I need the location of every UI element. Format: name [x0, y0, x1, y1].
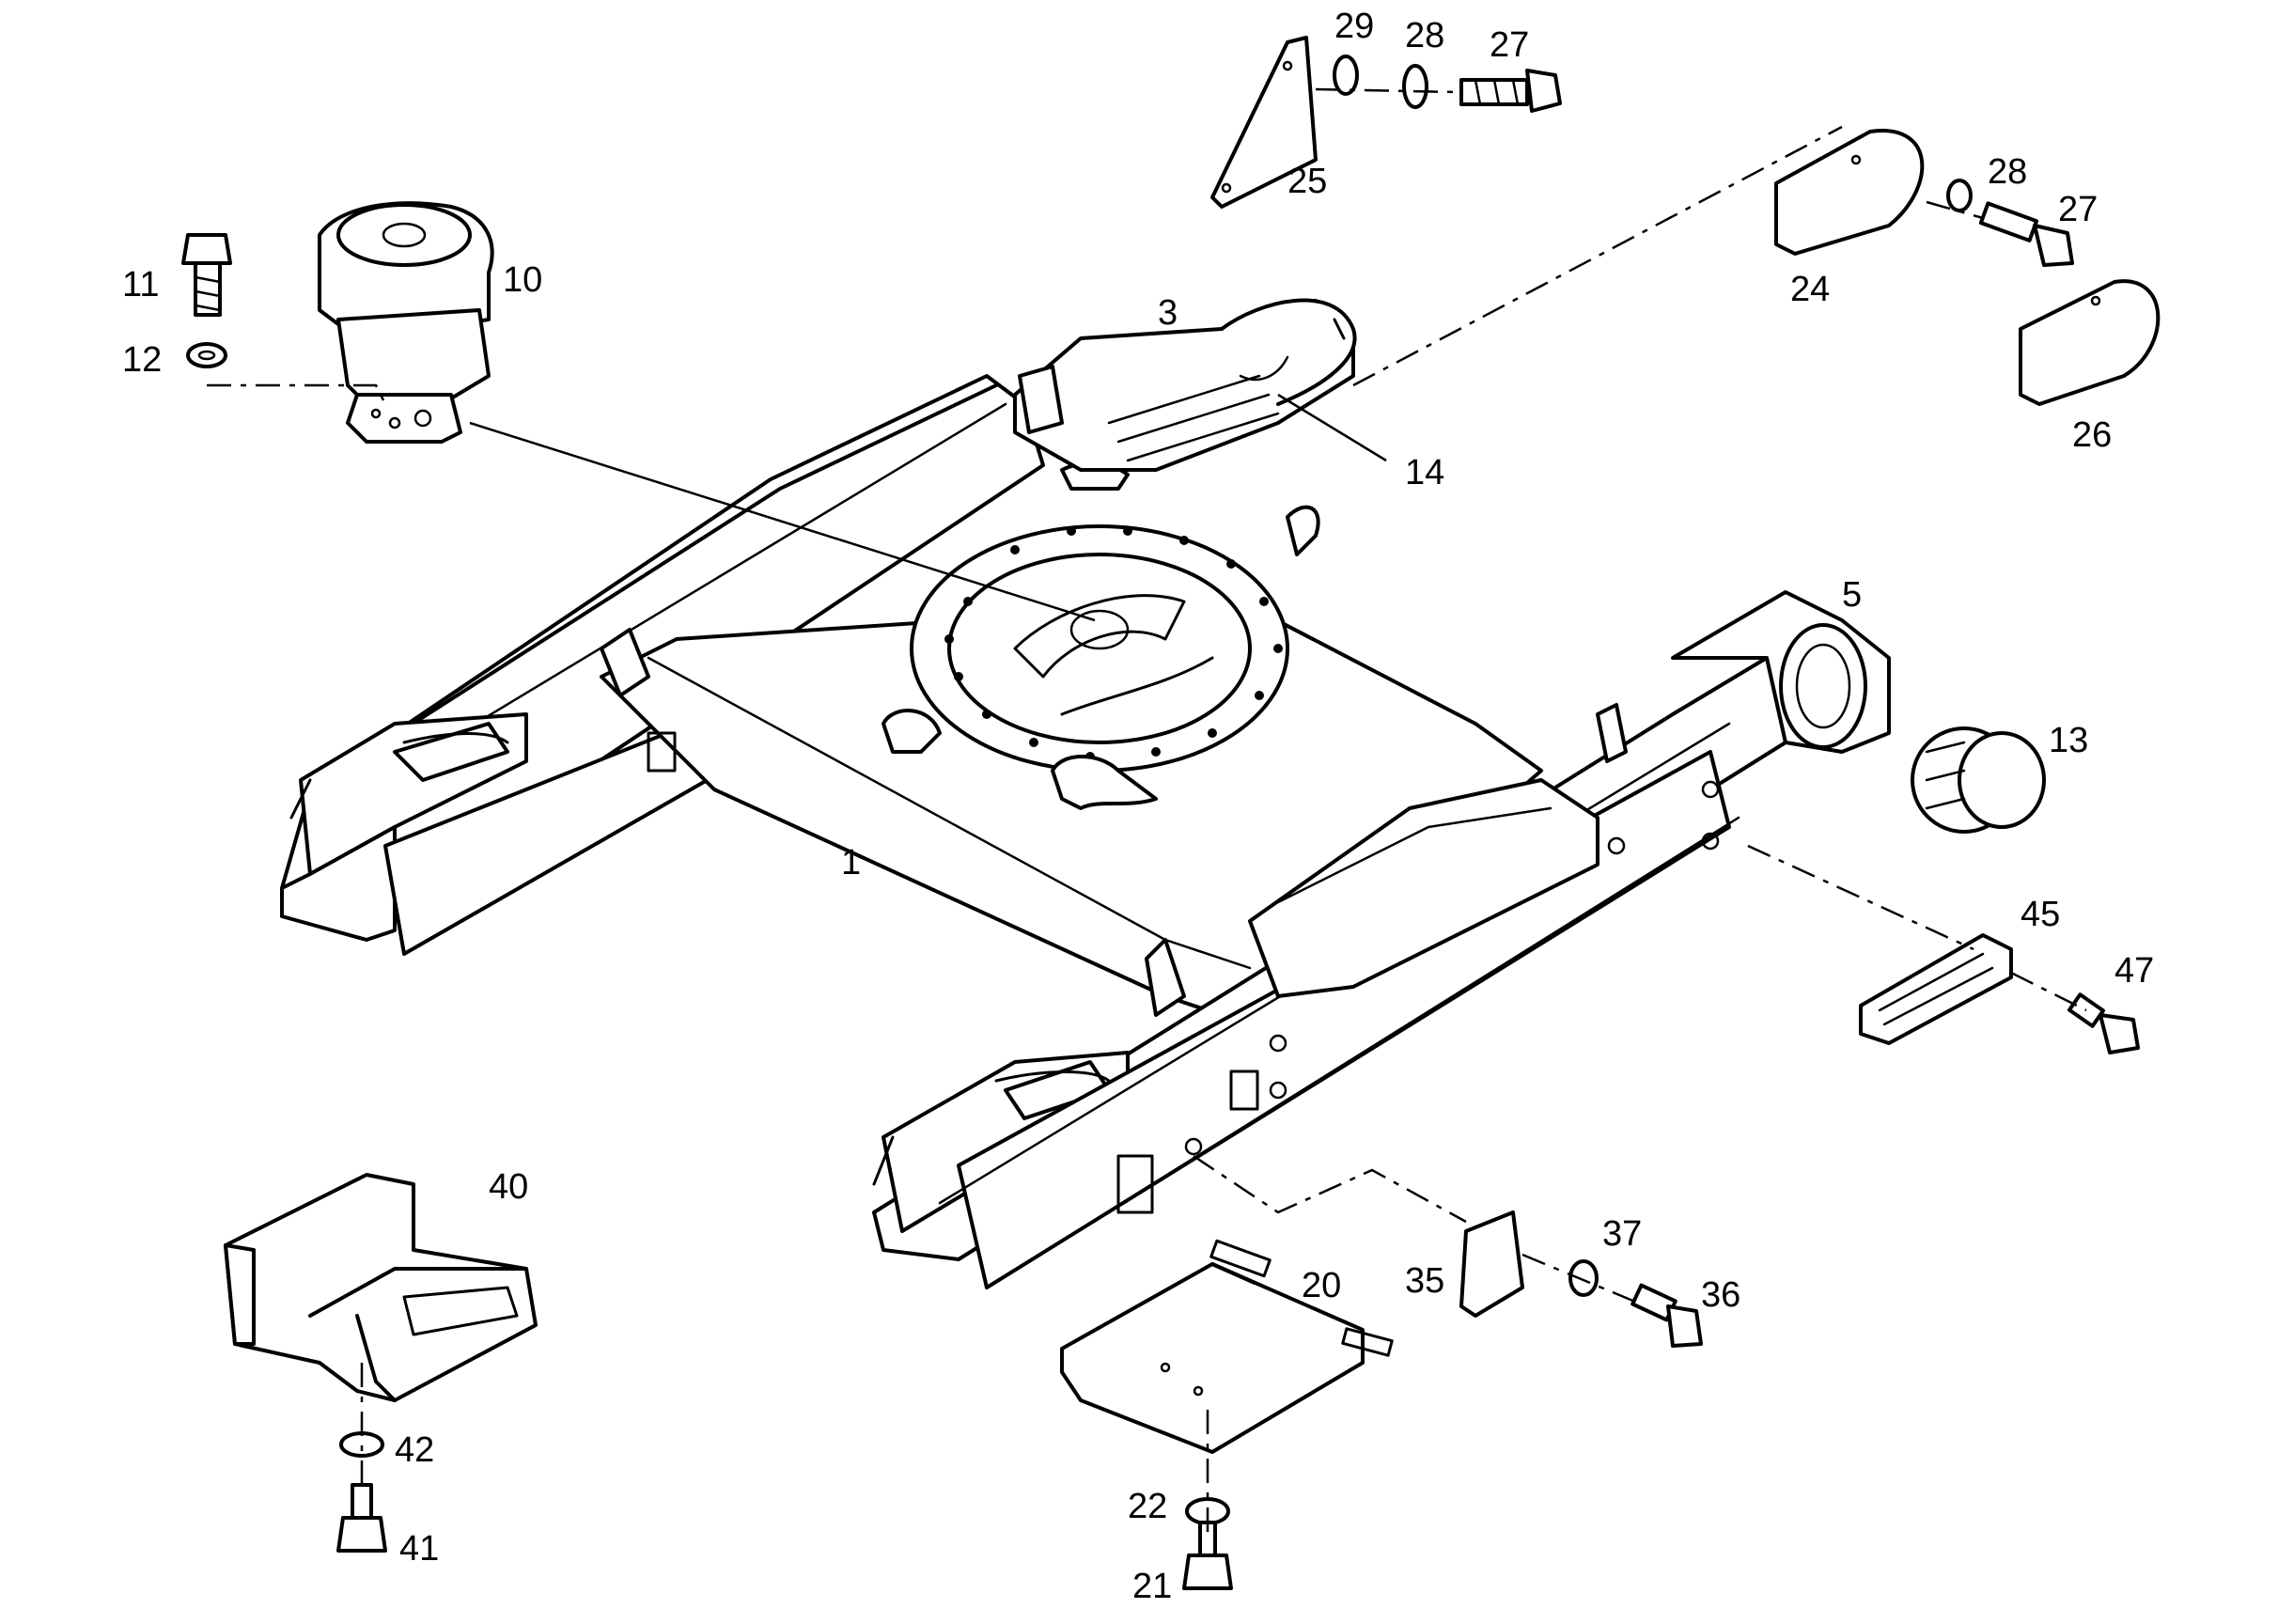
- roller-guard-part-40: [224, 1173, 538, 1402]
- idler-cap-part-13: [1911, 726, 2046, 834]
- cover-part-35: [1459, 1210, 1524, 1318]
- callout-42: 42: [395, 1430, 434, 1470]
- callout-36: 36: [1701, 1275, 1740, 1315]
- callout-37: 37: [1602, 1214, 1642, 1254]
- callout-22: 22: [1128, 1487, 1167, 1526]
- callout-47: 47: [2114, 951, 2154, 991]
- cover-part-24: [1774, 129, 1925, 256]
- callout-10: 10: [503, 260, 542, 300]
- bolt-part-27-top: [1459, 69, 1562, 113]
- callout-labels: 1 3 5 10 11 12 13 14 20 21 22 24 25 26 2…: [122, 7, 2154, 1606]
- washer-part-12: [186, 342, 227, 368]
- callout-29: 29: [1334, 7, 1374, 46]
- callout-25: 25: [1287, 162, 1327, 201]
- track-frame: [280, 374, 1891, 1289]
- callout-5: 5: [1842, 575, 1862, 615]
- swing-bearing-ring: [910, 461, 1289, 810]
- bolt-part-41: [336, 1483, 387, 1553]
- bolt-part-27-right: [1978, 201, 2074, 267]
- callout-13: 13: [2049, 721, 2088, 760]
- leader-lines: [207, 87, 2087, 1541]
- bolt-part-47: [2067, 992, 2140, 1054]
- washer-part-28-top: [1402, 64, 1428, 109]
- callout-40: 40: [489, 1167, 528, 1207]
- cover-part-26: [2019, 279, 2161, 406]
- callout-27-right: 27: [2058, 190, 2098, 229]
- callout-3: 3: [1158, 293, 1178, 333]
- callout-11: 11: [122, 265, 159, 304]
- callout-28-right: 28: [1988, 152, 2027, 192]
- callout-12: 12: [122, 340, 162, 380]
- callout-35: 35: [1405, 1261, 1444, 1301]
- bolt-part-36: [1630, 1283, 1703, 1348]
- rear-tower: [1013, 298, 1357, 472]
- cover-plate-part-25: [1210, 36, 1318, 209]
- washer-part-28-right: [1946, 179, 1973, 212]
- callout-20: 20: [1302, 1266, 1341, 1305]
- bolt-part-11: [181, 233, 232, 317]
- callout-41: 41: [399, 1529, 439, 1569]
- o-ring-part-29: [1333, 55, 1359, 96]
- guide-part-45: [1859, 933, 2013, 1045]
- callout-28-top: 28: [1405, 16, 1444, 55]
- callout-45: 45: [2021, 895, 2060, 934]
- travel-motor-part-10: [318, 201, 494, 444]
- washer-part-42: [339, 1431, 384, 1458]
- washer-part-37: [1568, 1259, 1599, 1297]
- callout-14: 14: [1405, 453, 1444, 492]
- callout-27-top: 27: [1490, 25, 1529, 65]
- bottom-plate-part-20: [1060, 1239, 1394, 1454]
- callout-1: 1: [841, 843, 861, 882]
- callout-26: 26: [2072, 415, 2112, 455]
- callout-24: 24: [1790, 270, 1830, 309]
- bolt-part-21: [1182, 1521, 1233, 1590]
- callout-21: 21: [1132, 1567, 1172, 1606]
